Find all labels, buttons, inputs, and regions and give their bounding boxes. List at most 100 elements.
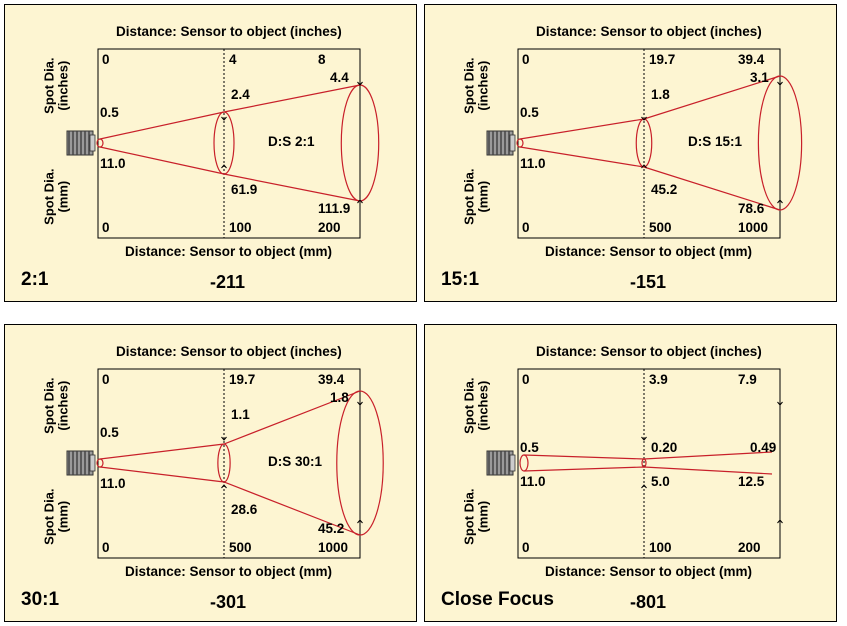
sensor-icon	[66, 130, 96, 156]
spot-inches-label: 0.5	[100, 105, 119, 120]
beam-diagram-svg	[486, 48, 803, 239]
spot-size-panel-1: Distance: Sensor to object (inches)Dista…	[4, 4, 417, 302]
y-label-inches: Spot Dia.(inches)	[41, 51, 70, 121]
y-label-mm-line: Spot Dia.	[461, 168, 477, 225]
bottom-axis-title: Distance: Sensor to object (mm)	[545, 244, 753, 259]
beam-diagram-svg	[486, 368, 783, 559]
spot-mm-label: 12.5	[738, 474, 765, 489]
y-label-mm-line: (mm)	[55, 180, 70, 213]
beam-upper-edge	[99, 84, 361, 140]
spot-ellipse-2	[213, 111, 235, 175]
spot-ellipse-3	[336, 390, 384, 536]
spot-inches-label: 0.20	[651, 440, 678, 455]
distance-mm-label: 200	[738, 540, 761, 555]
arrow-mark-2	[777, 401, 783, 406]
y-label-mm-line: (mm)	[55, 500, 70, 533]
arrow-mark-2	[777, 81, 783, 86]
y-label-mm-line: (mm)	[475, 180, 490, 213]
distance-inches-label: 39.4	[738, 52, 765, 67]
spot-inches-label: 0.49	[750, 440, 777, 455]
spot-inches-label: 1.8	[330, 390, 349, 405]
y-label-inches: Spot Dia.(inches)	[461, 371, 490, 441]
y-label-mm-line: Spot Dia.	[41, 488, 57, 545]
y-label-mm-line: Spot Dia.	[41, 168, 57, 225]
spot-size-panel-4: Distance: Sensor to object (inches)Dista…	[424, 324, 837, 622]
y-label-inches-line: Spot Dia.	[461, 377, 477, 434]
y-label-inches: Spot Dia.(inches)	[461, 51, 490, 121]
distance-inches-label: 3.9	[649, 372, 668, 387]
distance-inches-label: 8	[318, 52, 326, 67]
distance-inches-label: 0	[522, 52, 530, 67]
arrow-mark-1	[221, 116, 227, 121]
arrow-mark-4	[777, 199, 783, 204]
spot-mm-label: 5.0	[651, 474, 670, 489]
arrow-mark-1	[221, 436, 227, 441]
spot-ellipse-1	[96, 458, 104, 468]
model-number: -801	[630, 592, 667, 612]
arrow-mark-1	[641, 116, 647, 121]
spot-mm-label: 28.6	[231, 502, 258, 517]
spot-ellipse-1	[516, 138, 524, 148]
distance-inches-label: 39.4	[318, 372, 345, 387]
y-label-mm-line: Spot Dia.	[461, 488, 477, 545]
ratio-title: Close Focus	[441, 589, 554, 610]
distance-inches-label: 19.7	[229, 372, 256, 387]
model-number: -301	[210, 592, 247, 612]
distance-mm-label: 500	[649, 220, 672, 235]
y-label-inches-line: Spot Dia.	[461, 57, 477, 114]
distance-mm-label: 1000	[318, 540, 349, 555]
chart-frame	[517, 48, 781, 239]
spot-mm-label: 111.9	[318, 201, 351, 216]
arrow-mark-3	[221, 164, 227, 169]
spot-ellipse-1	[96, 138, 104, 148]
spot-ellipse-2	[217, 443, 231, 483]
distance-inches-label: 4	[229, 52, 237, 67]
sensor-lens	[89, 454, 96, 472]
distance-mm-label: 200	[318, 220, 341, 235]
y-label-mm: Spot Dia.(mm)	[41, 482, 70, 552]
spot-ellipse-1	[519, 454, 529, 472]
sensor-icon	[66, 450, 96, 476]
arrow-mark-4	[357, 519, 363, 524]
distance-inches-label: 0	[102, 52, 110, 67]
spot-size-panel-2: Distance: Sensor to object (inches)Dista…	[424, 4, 837, 302]
sensor-lens	[509, 454, 516, 472]
spot-inches-label: 2.4	[231, 87, 250, 102]
bottom-axis-title: Distance: Sensor to object (mm)	[125, 244, 333, 259]
distance-mm-label: 500	[229, 540, 252, 555]
distance-mm-label: 100	[229, 220, 252, 235]
arrow-mark-2	[357, 401, 363, 406]
ratio-title: 15:1	[441, 269, 480, 290]
spot-mm-label: 11.0	[520, 474, 546, 489]
arrow-mark-4	[357, 199, 363, 204]
arrow-mark-2	[357, 81, 363, 86]
arrow-mark-3	[641, 164, 647, 169]
spot-ellipse-2	[641, 458, 647, 468]
beam-lower-edge	[523, 466, 773, 475]
spot-inches-label: 1.1	[231, 407, 250, 422]
y-label-inches-line: (inches)	[55, 60, 70, 111]
y-label-mm: Spot Dia.(mm)	[461, 482, 490, 552]
ratio-title: 30:1	[21, 589, 60, 610]
top-axis-title: Distance: Sensor to object (inches)	[536, 344, 762, 359]
chart-frame	[97, 48, 361, 239]
distance-to-spot-ratio-label: D:S 30:1	[268, 454, 323, 469]
arrow-mark-1	[641, 436, 647, 441]
model-number: -211	[210, 272, 246, 292]
arrow-mark-3	[641, 484, 647, 489]
arrow-mark-3	[221, 484, 227, 489]
y-label-inches-line: Spot Dia.	[41, 377, 57, 434]
sensor-lens	[509, 134, 516, 152]
distance-inches-label: 0	[522, 372, 530, 387]
spot-mm-label: 78.6	[738, 201, 765, 216]
distance-to-spot-ratio-label: D:S 15:1	[688, 134, 743, 149]
y-label-inches-line: (inches)	[55, 380, 70, 431]
spot-ellipse-3	[757, 75, 803, 211]
beam-diagram-svg	[66, 48, 380, 239]
model-number: -151	[630, 272, 667, 292]
beam-lower-edge	[99, 146, 361, 202]
y-label-inches-line: Spot Dia.	[41, 57, 57, 114]
distance-mm-label: 100	[649, 540, 672, 555]
distance-inches-label: 0	[102, 372, 110, 387]
y-label-mm-line: (mm)	[475, 500, 490, 533]
